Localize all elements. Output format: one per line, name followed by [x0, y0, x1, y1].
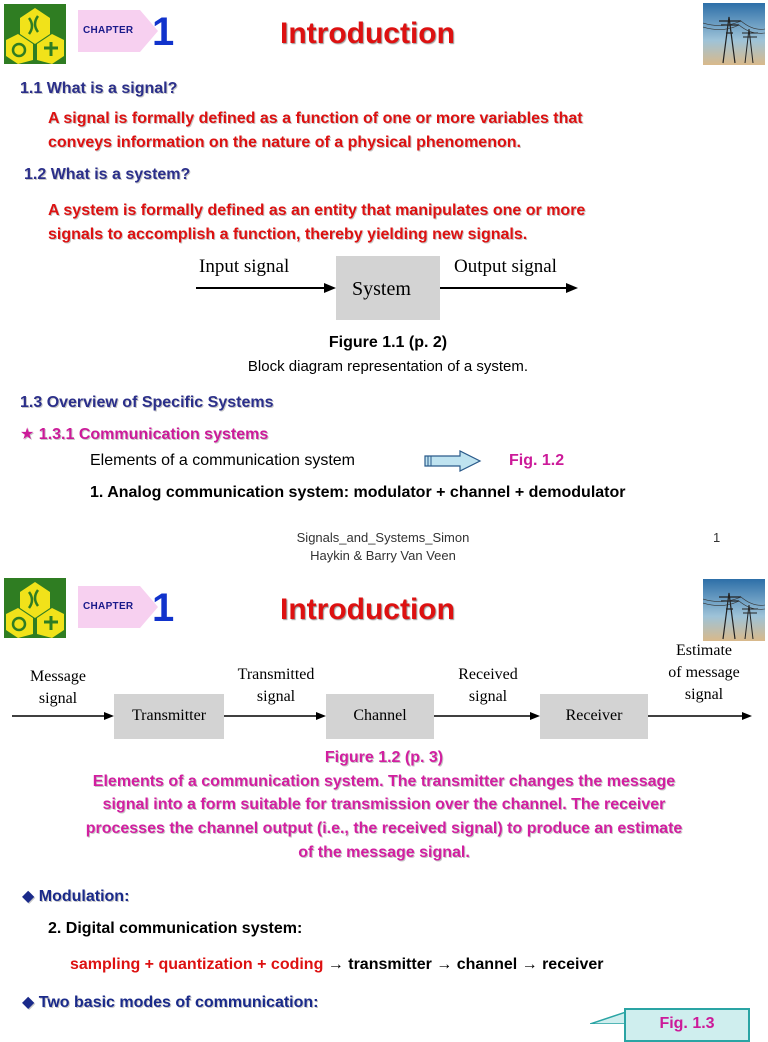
transmitted-arrow-head — [316, 712, 326, 720]
received-label-line-2: signal — [468, 688, 508, 705]
estimate-label-line-3: signal — [684, 686, 724, 703]
modulation-label: Modulation: — [38, 888, 130, 905]
two-modes-label: Two basic modes of communication: — [38, 994, 319, 1011]
output-arrow-head — [566, 283, 578, 293]
chapter-number: 1 — [152, 586, 175, 630]
chapter-number: 1 — [152, 10, 175, 54]
footer-line-2: Haykin & Barry Van Veen — [310, 548, 456, 563]
input-signal-label: Input signal — [199, 256, 290, 277]
fig-1-3-callout[interactable]: Fig. 1.3 — [624, 1008, 750, 1042]
university-logo-icon — [4, 4, 66, 64]
system-definition-line-2: signals to accomplish a function, thereb… — [48, 226, 528, 243]
transmitted-label-line-1: Transmitted — [237, 666, 315, 683]
chain-red-part: sampling + quantization + coding — [70, 956, 324, 973]
figure-1-2-caption-line-2: signal into a form suitable for transmis… — [102, 796, 666, 813]
figure-1-2-title: Figure 1.2 (p. 3) — [324, 749, 444, 766]
power-pylon-icon — [703, 3, 765, 65]
figure-1-2-caption-line-3: processes the channel output (i.e., the … — [85, 820, 683, 837]
channel-block — [326, 694, 434, 739]
chapter-tab-shape — [78, 10, 158, 52]
section-1-3-1-text: 1.3.1 Communication systems — [38, 426, 269, 443]
estimate-label-line-2: of message — [668, 664, 740, 681]
estimate-label-line-1: Estimate — [676, 642, 732, 659]
signal-definition-line-2: conveys information on the nature of a p… — [48, 134, 521, 151]
section-1-2-heading: 1.2 What is a system? — [24, 166, 191, 183]
system-block-label: System — [352, 278, 411, 300]
transmitted-label-line-2: signal — [256, 688, 296, 705]
message-signal-label: Message signal — [14, 666, 102, 710]
estimate-arrow-head — [742, 712, 752, 720]
two-modes-bullet: ◆ Two basic modes of communication: — [22, 992, 319, 1012]
receiver-block-label: Receiver — [565, 707, 623, 724]
right-arrow-icon — [424, 450, 482, 472]
output-signal-label: Output signal — [454, 256, 557, 277]
university-logo-icon — [4, 578, 66, 638]
figure-1-2-caption-line-4: of the message signal. — [298, 844, 470, 861]
figure-1-1-title: Figure 1.1 (p. 2) — [328, 334, 448, 351]
chapter-label: CHAPTER — [83, 601, 134, 612]
input-arrow-head — [324, 283, 336, 293]
section-1-3-1-heading: ★ 1.3.1 Communication systems — [20, 424, 268, 444]
modulation-bullet: ◆ Modulation: — [22, 886, 129, 906]
transmitted-signal-label: Transmitted signal — [222, 664, 330, 708]
estimate-signal-label: Estimate of message signal — [652, 640, 756, 706]
communication-system-diagram — [12, 694, 752, 739]
power-pylon-icon — [703, 579, 765, 641]
callout-pointer-icon — [590, 1011, 626, 1024]
system-block — [336, 256, 440, 320]
transmitter-block-label: Transmitter — [131, 707, 207, 724]
section-1-3-heading: 1.3 Overview of Specific Systems — [20, 394, 274, 411]
star-icon: ★ — [20, 426, 35, 443]
slide-1: CHAPTER 1 Introduction 1.1 What is a sig… — [4, 3, 765, 563]
digital-chain-line: sampling + quantization + coding → trans… — [70, 956, 603, 974]
receiver-block — [540, 694, 648, 739]
slide-title: Introduction — [280, 593, 455, 626]
slide-2: CHAPTER 1 Introduction Message signal Tr… — [0, 574, 768, 1024]
received-arrow-head — [530, 712, 540, 720]
analog-system-line: 1. Analog communication system: modulato… — [90, 484, 626, 501]
fig-1-2-link[interactable]: Fig. 1.2 — [509, 452, 565, 469]
signal-definition-line-1: A signal is formally defined as a functi… — [48, 110, 583, 127]
diamond-bullet-icon: ◆ — [22, 888, 35, 905]
figure-1-2-caption-line-1: Elements of a communication system. The … — [92, 773, 676, 790]
digital-system-line: 2. Digital communication system: — [48, 920, 303, 937]
received-signal-label: Received signal — [438, 664, 538, 708]
slide-title: Introduction — [280, 17, 455, 50]
section-1-1-heading: 1.1 What is a signal? — [20, 80, 178, 97]
message-arrow-head — [104, 712, 114, 720]
figure-1-1-caption: Block diagram representation of a system… — [247, 358, 529, 375]
elements-text: Elements of a communication system — [90, 452, 355, 469]
system-definition-line-1: A system is formally defined as an entit… — [48, 202, 586, 219]
system-block-diagram — [196, 256, 578, 320]
footer-line-1: Signals_and_Systems_Simon — [296, 530, 470, 545]
channel-block-label: Channel — [353, 707, 407, 724]
page-number: 1 — [713, 530, 721, 545]
chain-rest-part: → transmitter → channel → receiver — [323, 956, 604, 973]
received-label-line-1: Received — [458, 666, 518, 683]
diamond-bullet-icon: ◆ — [22, 994, 35, 1011]
chapter-tab-shape — [78, 586, 158, 628]
transmitter-block — [114, 694, 224, 739]
message-label-line-2: signal — [38, 690, 78, 707]
message-label-line-1: Message — [30, 668, 86, 685]
chapter-label: CHAPTER — [83, 25, 134, 36]
